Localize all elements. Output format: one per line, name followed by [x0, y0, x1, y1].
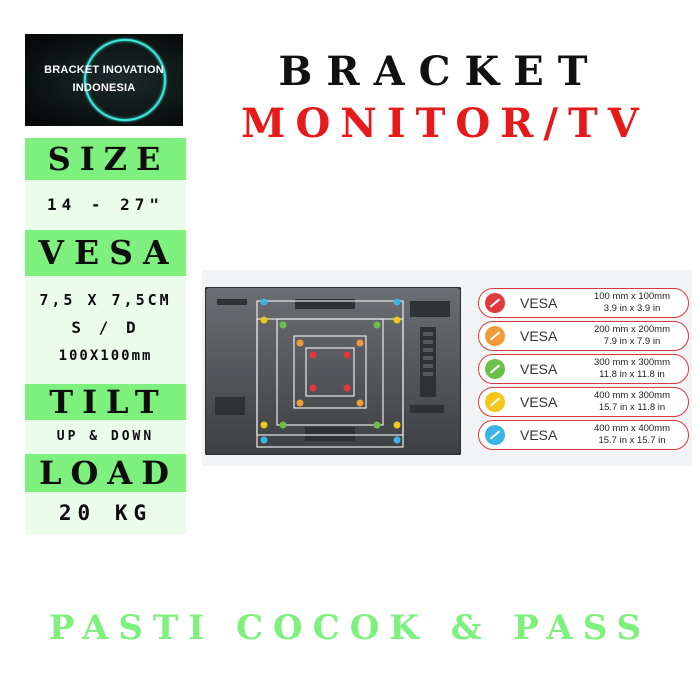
- title-bracket: BRACKET: [278, 48, 602, 95]
- legend-dim-mm: 300 mm x 300mm: [593, 357, 671, 368]
- blue-dot-icon: [485, 425, 505, 445]
- legend-dim-mm: 100 mm x 100mm: [593, 291, 671, 302]
- vesa-value-line3: 100X100mm: [58, 348, 153, 364]
- legend-dim-in: 3.9 in x 3.9 in: [603, 303, 661, 314]
- brand-logo: BRACKET INOVATION INDONESIA: [25, 34, 183, 126]
- legend-dim-in: 15.7 in x 11.8 in: [598, 402, 666, 413]
- legend-vesa-label: VESA: [520, 328, 558, 344]
- footer-slogan: PASTI COCOK & PASS: [48, 608, 652, 648]
- legend-dim-mm: 400 mm x 300mm: [593, 390, 671, 401]
- vesa-label: VESA: [25, 230, 186, 276]
- load-value: 20 KG: [25, 492, 186, 534]
- spec-column: SIZE 14 - 27" VESA 7,5 X 7,5CM S / D 100…: [25, 138, 186, 534]
- vesa-value-line1: 7,5 X 7,5CM: [39, 291, 172, 309]
- legend-row-1: VESA 100 mm x 100mm 3.9 in x 3.9 in: [478, 288, 689, 318]
- legend-row-2: VESA 200 mm x 200mm 7.9 in x 7.9 in: [478, 321, 689, 351]
- legend-dim-mm: 200 mm x 200mm: [593, 324, 671, 335]
- logo-text-line2: INDONESIA: [72, 82, 136, 94]
- legend-dim-in: 11.8 in x 11.8 in: [599, 369, 665, 380]
- vesa-value-line2: S / D: [71, 318, 140, 337]
- tilt-value: UP & DOWN: [25, 420, 186, 454]
- title-monitor-tv: MONITOR/TV: [241, 100, 649, 147]
- green-dot-icon: [485, 359, 505, 379]
- tv-back-illustration: [205, 287, 461, 455]
- load-label: LOAD: [25, 454, 186, 492]
- orange-dot-icon: [485, 326, 505, 346]
- legend-row-5: VESA 400 mm x 400mm 15.7 in x 15.7 in: [478, 420, 689, 450]
- legend-vesa-label: VESA: [520, 394, 558, 410]
- size-value: 14 - 27": [25, 180, 186, 230]
- legend-dim-in: 7.9 in x 7.9 in: [603, 336, 661, 347]
- legend-row-4: VESA 400 mm x 300mm 15.7 in x 11.8 in: [478, 387, 689, 417]
- tilt-label: TILT: [25, 384, 186, 420]
- logo-text-line1: BRACKET INOVATION: [44, 64, 164, 76]
- yellow-dot-icon: [485, 392, 505, 412]
- size-label: SIZE: [25, 138, 186, 180]
- legend-dim-mm: 400 mm x 400mm: [593, 423, 671, 434]
- red-dot-icon: [485, 293, 505, 313]
- legend-vesa-label: VESA: [520, 427, 558, 443]
- legend-vesa-label: VESA: [520, 295, 558, 311]
- legend-row-3: VESA 300 mm x 300mm 11.8 in x 11.8 in: [478, 354, 689, 384]
- vesa-values: 7,5 X 7,5CM S / D 100X100mm: [25, 276, 186, 384]
- legend-dim-in: 15.7 in x 15.7 in: [598, 435, 666, 446]
- legend-vesa-label: VESA: [520, 361, 558, 377]
